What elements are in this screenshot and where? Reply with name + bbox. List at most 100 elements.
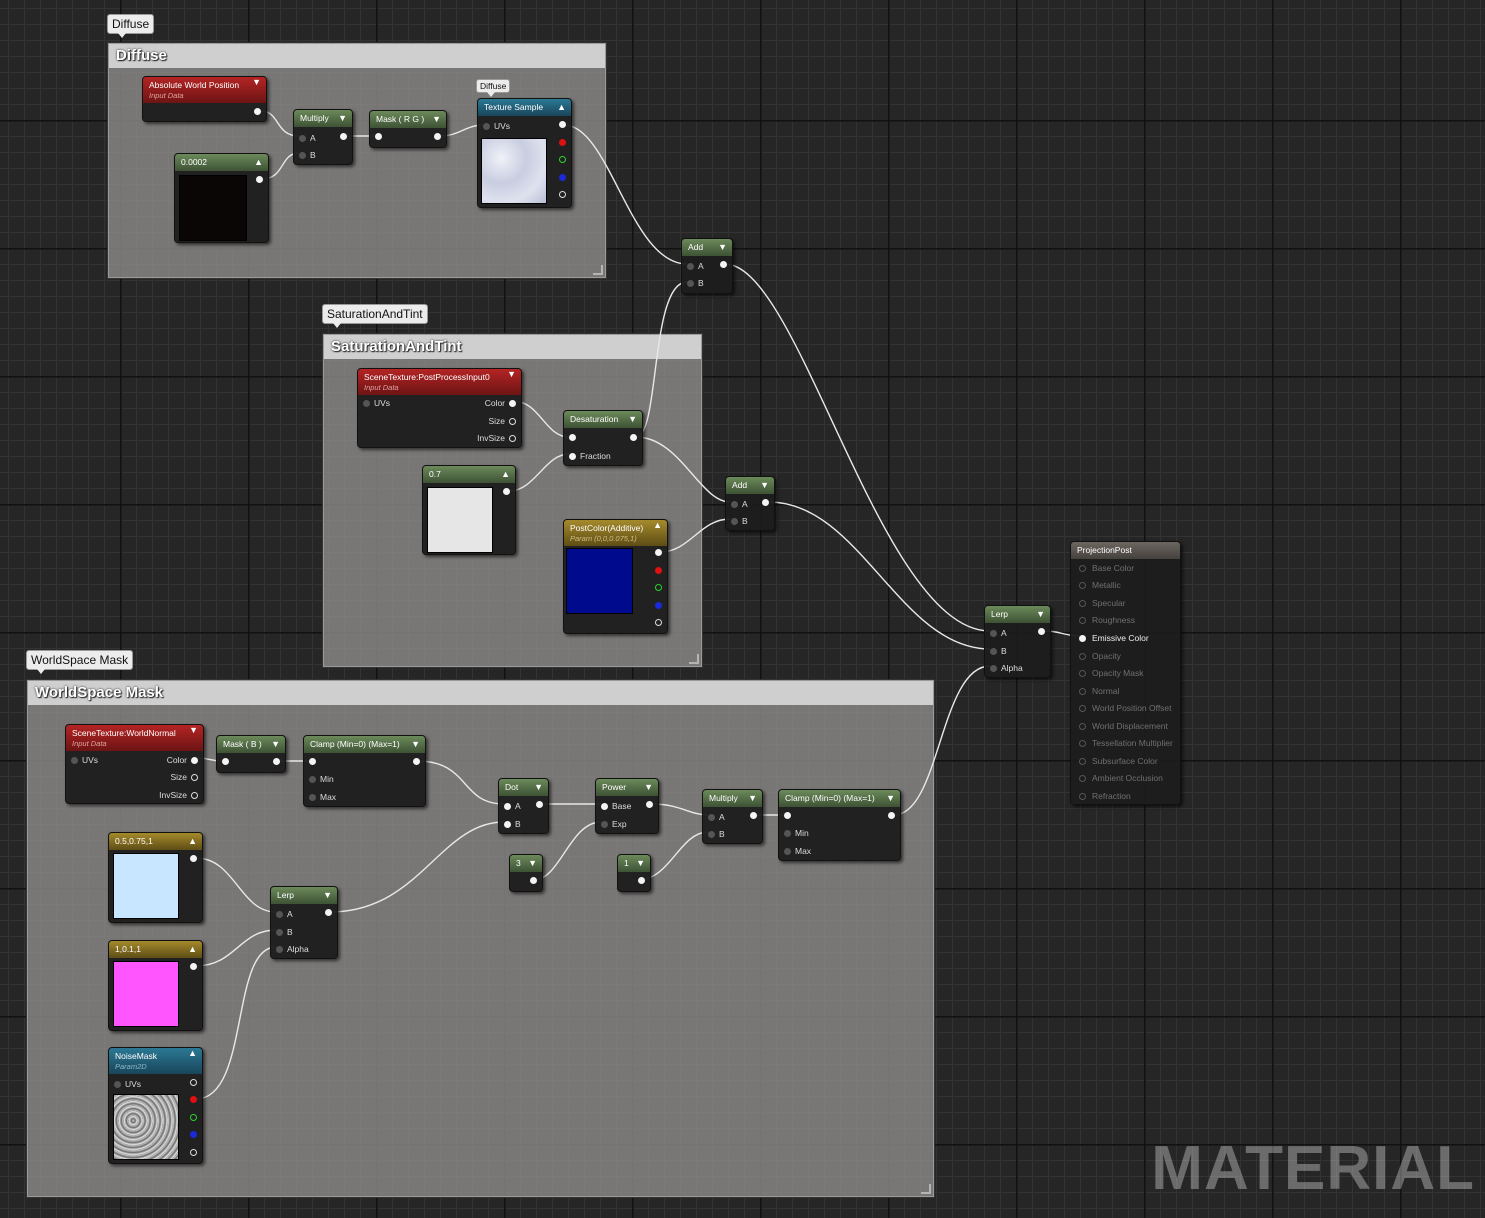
result-input-opacity[interactable]: Opacity xyxy=(1079,651,1121,661)
pin-dot-icon[interactable] xyxy=(646,801,653,808)
pin-dot-icon[interactable] xyxy=(1079,722,1086,730)
input-pin-a[interactable]: A xyxy=(276,909,293,919)
node-clamp-2[interactable]: Clamp (Min=0) (Max=1)▼ Min Max xyxy=(778,789,901,861)
node-projection-post-result[interactable]: ProjectionPost Base Color Metallic Specu… xyxy=(1070,541,1181,805)
pin-dot-icon[interactable] xyxy=(191,756,198,764)
pin-dot-icon[interactable] xyxy=(601,820,608,828)
pin-dot-icon[interactable] xyxy=(784,847,791,855)
input-pin-a[interactable]: A xyxy=(687,261,704,271)
output-pin-rgb[interactable] xyxy=(190,1079,197,1086)
pin-dot-icon[interactable] xyxy=(190,1079,197,1086)
pin-dot-icon[interactable] xyxy=(1038,628,1045,635)
output-pin-g[interactable] xyxy=(559,156,566,163)
pin-dot-icon[interactable] xyxy=(1079,634,1086,642)
output-pin-b[interactable] xyxy=(559,174,566,181)
pin-dot-icon[interactable] xyxy=(191,773,198,781)
pin-dot-icon[interactable] xyxy=(655,584,662,591)
chevron-down-icon[interactable]: ▼ xyxy=(1036,609,1045,619)
node-lerp-main[interactable]: Lerp▼ A B Alpha xyxy=(984,605,1051,678)
pin-dot-icon[interactable] xyxy=(731,500,738,508)
input-pin-a[interactable]: A xyxy=(990,628,1007,638)
pin-dot-icon[interactable] xyxy=(990,647,997,655)
chevron-down-icon[interactable]: ▼ xyxy=(534,782,543,792)
pin-dot-icon[interactable] xyxy=(655,549,662,556)
resize-handle-icon[interactable] xyxy=(593,265,603,275)
output-pin[interactable] xyxy=(325,909,332,916)
pin-dot-icon[interactable] xyxy=(190,963,197,970)
pin-dot-icon[interactable] xyxy=(1079,599,1086,607)
pin-dot-icon[interactable] xyxy=(483,122,490,130)
pin-dot-icon[interactable] xyxy=(569,452,576,460)
node-multiply-2[interactable]: Multiply▼ A B xyxy=(702,789,763,844)
pin-dot-icon[interactable] xyxy=(1079,792,1086,800)
pin-dot-icon[interactable] xyxy=(559,156,566,163)
pin-dot-icon[interactable] xyxy=(559,121,566,128)
node-mask-b[interactable]: Mask ( B )▼ xyxy=(216,735,286,773)
chevron-up-icon[interactable]: ▲ xyxy=(188,1048,197,1058)
node-desaturation[interactable]: Desaturation▼ Fraction xyxy=(563,410,643,466)
input-pin-b[interactable]: B xyxy=(731,516,748,526)
pin-dot-icon[interactable] xyxy=(413,758,420,765)
output-pin[interactable] xyxy=(762,499,769,506)
node-mask-rg[interactable]: Mask ( R G )▼ xyxy=(369,110,447,148)
pin-dot-icon[interactable] xyxy=(190,855,197,862)
input-pin-a[interactable]: A xyxy=(731,499,748,509)
pin-dot-icon[interactable] xyxy=(190,1149,197,1156)
input-pin-a[interactable]: A xyxy=(504,801,521,811)
chevron-up-icon[interactable]: ▲ xyxy=(188,944,197,954)
input-pin[interactable] xyxy=(569,434,576,441)
pin-dot-icon[interactable] xyxy=(784,812,791,819)
node-constant-3[interactable]: 3▼ xyxy=(509,854,543,892)
pin-dot-icon[interactable] xyxy=(509,434,516,442)
chevron-down-icon[interactable]: ▼ xyxy=(760,480,769,490)
result-input-tessellation-multiplier[interactable]: Tessellation Multiplier xyxy=(1079,738,1173,748)
pin-dot-icon[interactable] xyxy=(276,945,283,953)
pin-dot-icon[interactable] xyxy=(190,1114,197,1121)
output-pin[interactable] xyxy=(1038,628,1045,635)
output-pin[interactable] xyxy=(340,133,347,140)
output-pin[interactable] xyxy=(536,801,543,808)
output-pin-rgb[interactable] xyxy=(559,121,566,128)
input-pin[interactable] xyxy=(309,758,316,765)
node-constant-07[interactable]: 0.7▲ xyxy=(422,465,516,555)
pin-dot-icon[interactable] xyxy=(655,602,662,609)
input-pin-max[interactable]: Max xyxy=(784,846,811,856)
pin-dot-icon[interactable] xyxy=(503,488,510,495)
input-pin-b[interactable]: B xyxy=(687,278,704,288)
chevron-down-icon[interactable]: ▼ xyxy=(507,369,516,379)
chevron-down-icon[interactable]: ▼ xyxy=(886,793,895,803)
result-input-subsurface-color[interactable]: Subsurface Color xyxy=(1079,756,1158,766)
result-input-world-position-offset[interactable]: World Position Offset xyxy=(1079,703,1172,713)
pin-dot-icon[interactable] xyxy=(434,133,441,140)
pin-dot-icon[interactable] xyxy=(309,793,316,801)
input-pin-b[interactable]: B xyxy=(299,150,316,160)
pin-dot-icon[interactable] xyxy=(720,261,727,268)
pin-dot-icon[interactable] xyxy=(731,517,738,525)
pin-dot-icon[interactable] xyxy=(530,877,537,884)
result-input-metallic[interactable]: Metallic xyxy=(1079,580,1121,590)
pin-dot-icon[interactable] xyxy=(655,567,662,574)
pin-dot-icon[interactable] xyxy=(559,191,566,198)
output-pin[interactable] xyxy=(413,758,420,765)
chevron-down-icon[interactable]: ▼ xyxy=(323,890,332,900)
pin-dot-icon[interactable] xyxy=(559,139,566,146)
result-input-world-displacement[interactable]: World Displacement xyxy=(1079,721,1168,731)
pin-dot-icon[interactable] xyxy=(1079,757,1086,765)
pin-dot-icon[interactable] xyxy=(273,758,280,765)
node-constant-0002[interactable]: 0.0002▲ xyxy=(174,153,269,243)
pin-dot-icon[interactable] xyxy=(1079,704,1086,712)
pin-dot-icon[interactable] xyxy=(222,758,229,765)
chevron-up-icon[interactable]: ▲ xyxy=(188,836,197,846)
chevron-down-icon[interactable]: ▼ xyxy=(718,242,727,252)
node-lerp-worldspace[interactable]: Lerp▼ A B Alpha xyxy=(270,886,338,959)
pin-dot-icon[interactable] xyxy=(299,134,306,142)
pin-dot-icon[interactable] xyxy=(71,756,78,764)
node-power[interactable]: Power▼ Base Exp xyxy=(595,778,659,834)
node-constant-1[interactable]: 1▼ xyxy=(617,854,651,892)
pin-dot-icon[interactable] xyxy=(536,801,543,808)
node-multiply-1[interactable]: Multiply▼ A B xyxy=(293,109,353,165)
output-pin[interactable] xyxy=(190,963,197,970)
input-pin-min[interactable]: Min xyxy=(309,774,334,784)
